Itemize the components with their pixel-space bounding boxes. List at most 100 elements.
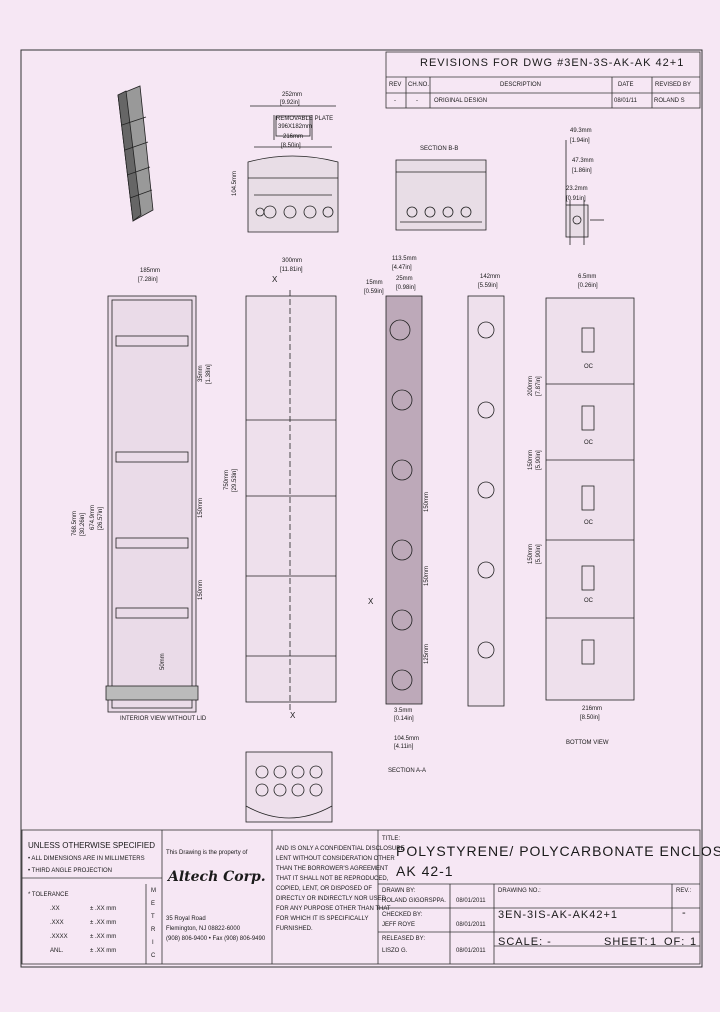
bottom-view: [545, 297, 635, 701]
rev-header-by: REVISED BY: [655, 82, 692, 88]
title-block: [21, 829, 701, 965]
dim-65-in: [0.26in]: [578, 283, 598, 289]
dim-35b: 3.5mm: [394, 708, 413, 714]
rev-value: -: [682, 907, 687, 919]
section-bb-view: [395, 159, 487, 231]
rev-header-rev: REV: [389, 82, 402, 88]
dim-front-width: 185mm: [140, 268, 161, 274]
released-name: LISZO G.: [382, 948, 408, 954]
disclaimer-5: DIRECTLY OR INDIRECTLY NOR USED: [276, 896, 386, 902]
label-section-bb: SECTION B-B: [420, 146, 459, 152]
dim-1045-in: [4.11in]: [394, 744, 414, 750]
drawn-label: DRAWN BY:: [382, 888, 416, 894]
dim-23: 23.2mm: [566, 186, 588, 192]
dim-left-inner-in: [26.57in]: [98, 506, 104, 530]
checked-name: JEFF ROYE: [382, 922, 416, 928]
label-x-left: X: [368, 597, 374, 606]
dim-49-in: [1.94in]: [570, 138, 590, 144]
drawn-name: ROLAND GIGORSPPA.: [382, 898, 446, 904]
dim-15: 15mm: [366, 280, 383, 286]
disclaimer-3: THAT IT SHALL NOT BE REPRODUCED,: [276, 876, 389, 882]
dim-sec-width: 113.5mm: [392, 256, 417, 262]
top-view: [247, 105, 339, 233]
rev-row-by: ROLAND S: [654, 98, 685, 104]
dim-150b: 150mm: [198, 579, 204, 600]
label-x-top: X: [272, 275, 278, 284]
dim-125: 125mm: [424, 643, 430, 664]
disclaimer-4: COPIED, LENT, OR DISPOSED OF: [276, 886, 373, 892]
dim-150d: 150mm: [424, 565, 430, 586]
disclaimer-8: FURNISHED.: [276, 926, 313, 932]
disclaimer-1: LENT WITHOUT CONSIDERATION OTHER: [276, 856, 395, 862]
label-oc-2: OC: [584, 440, 593, 446]
dim-35b-in: [0.14in]: [394, 716, 414, 722]
outer-border: [20, 49, 703, 968]
metric-t: T: [151, 914, 155, 920]
side-detail: [565, 140, 604, 245]
sheet-number: 1: [650, 936, 658, 948]
dim-23-in: [0.91in]: [566, 196, 586, 202]
dwgno-label: DRAWING NO.:: [498, 888, 541, 894]
tol-k-2: .XXXX: [50, 934, 68, 940]
scale: SCALE: -: [498, 936, 552, 948]
tol-v-1: ± .XX mm: [90, 920, 117, 926]
bottom-end-view: [245, 751, 333, 823]
dim-height-750: 750mm: [224, 469, 230, 490]
dim-25: 25mm: [396, 276, 413, 282]
dim-sec-width-in: [4.47in]: [392, 265, 412, 271]
side-view: [245, 290, 337, 710]
rev-row-desc: ORIGINAL DESIGN: [434, 98, 488, 104]
dim-150f: 150mm: [528, 543, 534, 564]
dim-inner-width: 216mm: [283, 134, 304, 140]
interior-front-view: [105, 295, 199, 713]
drawn-date: 08/01/2011: [456, 898, 486, 904]
label-oc-4: OC: [584, 598, 593, 604]
rev-row-rev: -: [394, 98, 396, 104]
dim-150e: 150mm: [528, 449, 534, 470]
dim-49: 49.3mm: [570, 128, 592, 134]
metric-c: C: [151, 953, 156, 959]
dim-35-in: [1.38in]: [206, 364, 212, 384]
checked-label: CHECKED BY:: [382, 912, 423, 918]
rev-label: REV.:: [676, 888, 692, 894]
rev-header-desc: DESCRIPTION: [500, 82, 542, 88]
dim-bottom-216-in: [8.50in]: [580, 715, 600, 721]
disclaimer-0: AND IS ONLY A CONFIDENTIAL DISCLOSURE: [276, 846, 405, 852]
rev-header-date: DATE: [618, 82, 634, 88]
title-label: TITLE:: [382, 836, 401, 842]
released-date: 08/01/2011: [456, 948, 486, 954]
label-section-aa: SECTION A-A: [388, 768, 427, 774]
tol-v-3: ± .XX mm: [90, 948, 117, 954]
label-x-bottom: X: [290, 711, 296, 720]
checked-date: 08/01/2011: [456, 922, 486, 928]
tol-k-0: .XX: [50, 906, 60, 912]
dim-left-inner: 674.9mm: [90, 504, 96, 530]
revision-table: [385, 51, 701, 109]
drawing-title-1: POLYSTYRENE/ POLYCARBONATE ENCLOSURE: [396, 843, 720, 859]
all-dims-note: • ALL DIMENSIONS ARE IN MILLIMETERS: [28, 856, 145, 862]
section-aa-view: [385, 295, 423, 705]
label-oc-1: OC: [584, 364, 593, 370]
label-removable-plate: REMOVABLE PLATE: [276, 116, 334, 122]
dim-bottom-w: 142mm: [480, 274, 501, 280]
tol-v-0: ± .XX mm: [90, 906, 117, 912]
released-label: RELEASED BY:: [382, 936, 426, 942]
tol-k-3: ANL.: [50, 948, 64, 954]
dim-top-width: 252mm: [282, 92, 303, 98]
address-3: (908) 806-9400 • Fax (908) 806-9490: [166, 936, 266, 942]
dim-bottom-216: 216mm: [582, 706, 603, 712]
of-number: 1: [690, 936, 698, 948]
dim-35: 35mm: [198, 365, 204, 382]
dim-height-750-in: [29.53in]: [232, 468, 238, 492]
company-logo: Altech Corp.: [168, 869, 266, 885]
dim-side-width-in: [11.81in]: [280, 267, 303, 273]
metric-e: E: [151, 901, 156, 907]
dim-side-width: 300mm: [282, 258, 303, 264]
label-bottom-view: BOTTOM VIEW: [566, 740, 609, 746]
sheet-label: SHEET:: [604, 936, 649, 948]
dim-bottom-w-in: [5.59in]: [478, 283, 498, 289]
dim-47-in: [1.86in]: [572, 168, 592, 174]
rev-row-chno: -: [416, 98, 418, 104]
drawing-title-2: AK 42-1: [396, 863, 454, 879]
